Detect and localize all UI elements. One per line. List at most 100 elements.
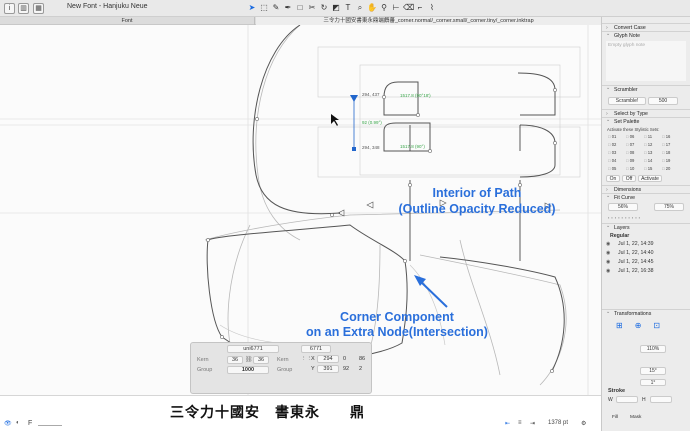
palette-row[interactable]: 04091419 [608, 158, 680, 163]
palette-activate-button[interactable]: Activate [638, 175, 662, 182]
annotation-tool-icon[interactable]: ⌕ [357, 3, 363, 12]
palette-on-button[interactable]: On [606, 175, 620, 182]
hand-tool-icon[interactable]: ✋ [367, 3, 377, 12]
x-field[interactable]: 294 [317, 355, 339, 363]
glyph-canvas[interactable]: 294, 437 1517.8 (90°18') 92 (0.99°) 294,… [0, 25, 601, 405]
annotation-corner-component: Corner Component on an Extra Node(Inters… [287, 310, 507, 340]
glyph-name-field[interactable]: uni6771 [227, 345, 279, 353]
palette-off-button[interactable]: Off [622, 175, 636, 182]
palette-row[interactable]: 01061116 [608, 134, 680, 139]
annotation-interior-of-path: Interior of Path (Outline Opacity Reduce… [372, 185, 582, 217]
pen-tool-icon[interactable]: ✒ [284, 3, 292, 12]
stroke-width-field[interactable] [616, 396, 638, 403]
coord-mid-green: 92 (0.99°) [362, 120, 382, 125]
contrast-icon[interactable]: ◐ [16, 420, 20, 426]
palette-row[interactable]: 02071217 [608, 142, 680, 147]
align-left-icon[interactable]: ⇤ [505, 421, 511, 427]
origin-grid-icon[interactable]: ⋮⋮ [301, 356, 312, 362]
section-fit-curve[interactable]: Fit Curve [602, 192, 690, 201]
eye-icon[interactable]: ◉ [606, 259, 611, 265]
group-label-2: Group [277, 367, 293, 373]
fit-curve-max-field[interactable]: 75% [654, 203, 684, 211]
kern-label: Kern [197, 357, 209, 363]
metric-lines [0, 25, 601, 405]
glyph-note-placeholder: Empty glyph note [608, 43, 646, 48]
palette-row[interactable]: 05101520 [608, 166, 680, 171]
fit-curve-min-field[interactable]: 56% [608, 203, 638, 211]
section-dimensions[interactable]: Dimensions [602, 185, 690, 194]
layer-item[interactable]: ◉Jul 1, 22, 14:45 [606, 259, 654, 265]
anchors [337, 199, 552, 217]
glyph-info-box: uni6771 6771 Kern 36 ⛓ 36 Group 1000 Ker… [190, 342, 372, 394]
section-convert-case[interactable]: Convert Case [602, 23, 690, 32]
tab-font[interactable]: Font [0, 17, 255, 25]
settings-icon[interactable]: ⚙ [581, 421, 587, 427]
vertical-stems [409, 125, 521, 261]
section-set-palette[interactable]: Set Palette [602, 116, 690, 125]
annotation-corner-line1: Corner Component [340, 310, 454, 324]
view-toggle-icon[interactable]: ▦ [33, 3, 44, 14]
section-glyph-note[interactable]: Glyph Note [602, 30, 690, 39]
preview-area: 三令力十國安 書東永 鼎 [0, 395, 601, 431]
stroke-fill-label[interactable]: Fill [612, 415, 619, 420]
eye-icon[interactable]: ◉ [606, 250, 611, 256]
text-tool-icon[interactable]: T [345, 3, 351, 12]
zoom-level[interactable]: 1378 pt [548, 420, 569, 426]
unicode-field[interactable]: 6771 [301, 345, 331, 353]
section-select-by-type[interactable]: Select by Type [602, 109, 690, 118]
palette-row[interactable]: 03081318 [608, 150, 680, 155]
glyph-note-field[interactable]: Empty glyph note [606, 41, 686, 81]
layer-item[interactable]: ◉Jul 1, 22, 14:40 [606, 250, 654, 256]
transform-origin-icons[interactable]: ⊞⊕⊡ [616, 321, 673, 330]
preview-slider[interactable] [38, 425, 62, 426]
eye-icon[interactable]: 👁 [4, 421, 12, 427]
section-layers[interactable]: Layers [602, 222, 690, 231]
kern-label-2: Kern [277, 357, 289, 363]
scale-field[interactable]: 110% [640, 345, 666, 353]
x-label: X [311, 356, 315, 362]
select-tool-icon[interactable]: ➤ [248, 3, 256, 12]
scale-tool-icon[interactable]: ◩ [332, 3, 340, 12]
layer-item[interactable]: ◉Jul 1, 22, 16:38 [606, 268, 654, 274]
draw-tool-icon[interactable]: ✎ [272, 3, 280, 12]
fit-curve-buttons[interactable]: ▪▪▪▪▪▪▪▪▪▪ [608, 215, 643, 220]
y-field[interactable]: 391 [317, 365, 339, 373]
kern-left-field[interactable]: 36 [227, 356, 243, 364]
corner-tool-icon[interactable]: ⌐ [417, 3, 423, 12]
erase-tool-icon[interactable]: ⌫ [403, 3, 415, 12]
title-bar: i ▥ ▦ New Font - Hanjuku Neue ➤ ⬚ ✎ ✒ □ … [0, 0, 690, 17]
layer-master[interactable]: Regular [610, 233, 630, 239]
rotate-tool-icon[interactable]: ↻ [320, 3, 328, 12]
brush-tool-icon[interactable]: ⌇ [430, 3, 434, 12]
measure-tool-icon[interactable]: ⊢ [392, 3, 400, 12]
kern-right-field[interactable]: 36 [253, 356, 269, 364]
align-center-icon[interactable]: ≡ [518, 420, 522, 426]
slant-field[interactable]: 1° [640, 379, 666, 386]
sidebar-toggle-icon[interactable]: ▥ [18, 3, 29, 14]
stroke-mask-label[interactable]: Mask [630, 415, 642, 420]
font-size-icon[interactable]: F [28, 420, 33, 427]
knife-tool-icon[interactable]: ✂ [308, 3, 316, 12]
link-icon[interactable]: ⛓ [245, 357, 253, 363]
y-label: Y [311, 366, 315, 372]
val-c: 86 [359, 356, 366, 362]
tab-edit-text[interactable]: 三令力十國安書東永鼎端饌蕃_corner.normal/_corner.smal… [256, 17, 601, 25]
section-scrambler[interactable]: Scrambler [602, 84, 690, 93]
align-right-icon[interactable]: ⇥ [530, 421, 536, 427]
stroke-w-label: W [608, 397, 613, 403]
zoom-tool-icon[interactable]: ⚲ [381, 3, 387, 12]
select-all-layers-tool-icon[interactable]: ⬚ [260, 3, 268, 12]
annotation-corner-line2: on an Extra Node(Intersection) [306, 325, 488, 339]
width-field[interactable]: 1000 [227, 366, 269, 374]
info-icon[interactable]: i [4, 3, 15, 14]
primitives-tool-icon[interactable]: □ [297, 3, 303, 12]
layer-item[interactable]: ◉Jul 1, 22, 14:39 [606, 241, 654, 247]
section-transformations[interactable]: Transformations [602, 308, 690, 317]
scramble-button[interactable]: Scramble! [608, 97, 646, 105]
eye-icon[interactable]: ◉ [606, 268, 611, 274]
scramble-count-field[interactable]: 500 [648, 97, 678, 105]
rotate-field[interactable]: 15° [640, 367, 666, 375]
eye-icon[interactable]: ◉ [606, 241, 611, 247]
glyph-outline [206, 25, 565, 372]
stroke-height-field[interactable] [650, 396, 672, 403]
